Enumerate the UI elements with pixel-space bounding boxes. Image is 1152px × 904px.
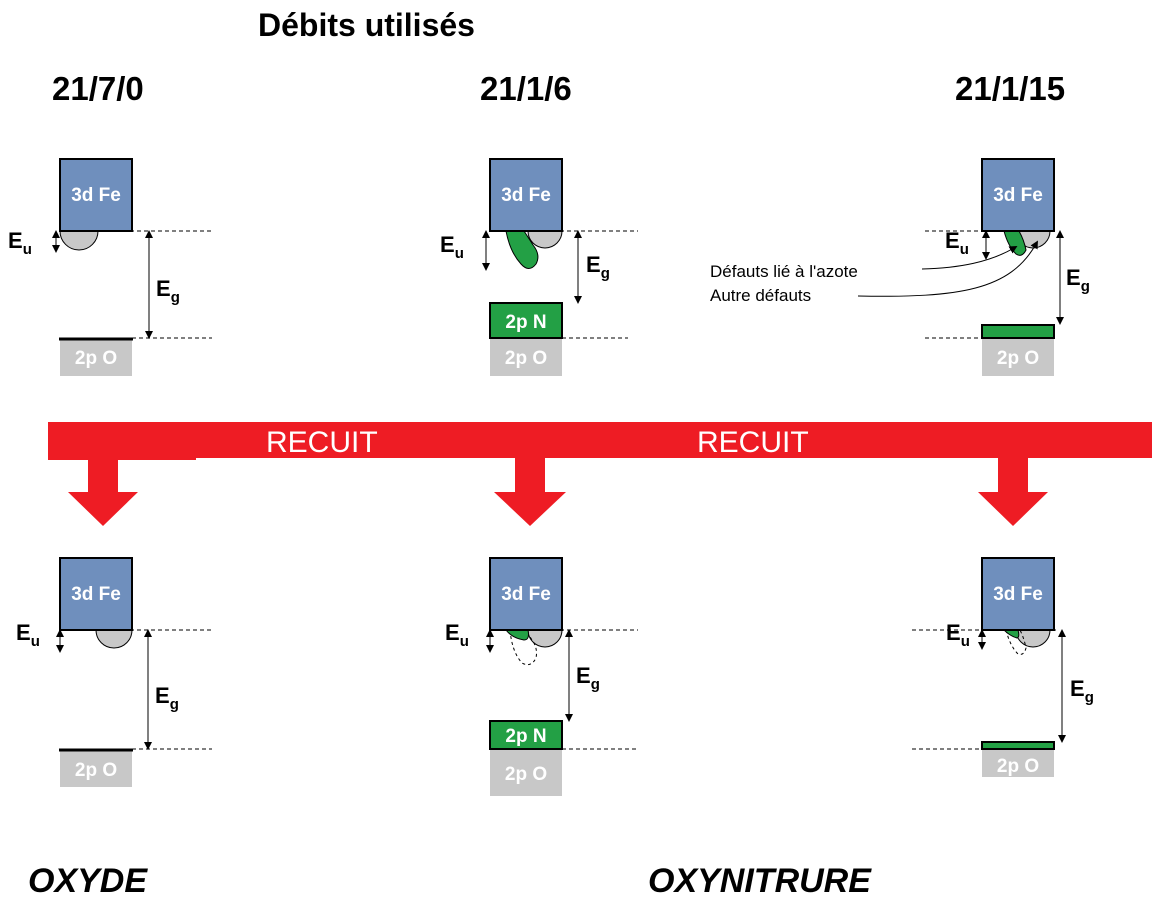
eu-label: Eu	[16, 620, 40, 650]
fe-band-label: 3d Fe	[501, 185, 551, 206]
nitrogen-defect-states	[505, 230, 539, 269]
o-band-label: 2p O	[997, 348, 1039, 369]
eu-label: Eu	[8, 228, 32, 258]
diagram-title: Débits utilisés	[258, 7, 475, 43]
nitrogen-defect-label: Défauts lié à l'azote	[710, 262, 858, 281]
anneal-label-1: RECUIT	[266, 426, 378, 459]
n-band-label: 2p N	[505, 726, 546, 747]
eg-label: Eg	[586, 252, 610, 282]
anneal-arrow: RECUIT RECUIT	[48, 422, 1152, 526]
n-2p-band	[981, 324, 1055, 339]
o-band-label: 2p O	[505, 348, 547, 369]
n-2p-band	[489, 720, 563, 750]
eg-label: Eg	[1066, 265, 1090, 295]
n-band-label: 2p N	[505, 312, 546, 333]
tail-states-bump	[527, 629, 563, 648]
arrow-head-3	[978, 492, 1048, 526]
eg-label: Eg	[576, 663, 600, 693]
tail-states-bump	[95, 629, 133, 649]
n-2p-band	[489, 302, 563, 339]
oxide-label: OXYDE	[28, 862, 148, 900]
o-band-label: 2p O	[75, 760, 117, 781]
o-2p-band	[982, 750, 1054, 777]
nitrogen-defect-pointer	[921, 245, 1018, 270]
ratio-label-1: 21/7/0	[52, 70, 144, 107]
arrow-shaft-1	[88, 458, 118, 492]
panel-bottom-1: 3d Fe 2p O Eu Eg	[16, 557, 212, 787]
arrow-shaft-3	[998, 458, 1028, 492]
n-2p-band	[981, 741, 1055, 750]
fe-band-label: 3d Fe	[993, 584, 1043, 605]
other-defect-label: Autre défauts	[710, 286, 811, 305]
panel-top-2: 3d Fe 2p N 2p O Eu Eg	[440, 158, 638, 376]
fe-band-label: 3d Fe	[71, 185, 121, 206]
fe-3d-band	[981, 557, 1055, 631]
arrow-head-1	[68, 492, 138, 526]
nitrogen-defect-states	[1002, 629, 1020, 639]
panel-top-1: 3d Fe 2p O Eu Eg	[8, 158, 212, 376]
eg-label: Eg	[155, 683, 179, 713]
o-2p-band	[60, 338, 132, 376]
anneal-label-2: RECUIT	[697, 426, 809, 459]
arrow-head-2	[494, 492, 566, 526]
eu-label: Eu	[945, 228, 969, 258]
fe-3d-band	[981, 158, 1055, 232]
tail-states-bump	[527, 230, 563, 249]
removed-defect-outline	[509, 629, 537, 666]
panel-top-3: 3d Fe 2p O Eu Eg Défauts lié à l'azote A…	[710, 158, 1090, 376]
ratio-label-3: 21/1/15	[955, 70, 1065, 107]
arrow-shaft-2	[515, 458, 545, 492]
o-2p-band	[490, 339, 562, 376]
nitrogen-defect-states	[1003, 230, 1027, 256]
fe-band-label: 3d Fe	[71, 584, 121, 605]
o-band-label: 2p O	[997, 756, 1039, 777]
tail-states-bump	[59, 230, 99, 251]
panel-bottom-2: 3d Fe 2p N 2p O Eu Eg	[445, 557, 638, 796]
oxynitride-label: OXYNITRURE	[648, 862, 872, 900]
eu-label: Eu	[445, 620, 469, 650]
fe-band-label: 3d Fe	[501, 584, 551, 605]
o-2p-band	[490, 750, 562, 796]
anneal-bar-foot	[48, 452, 196, 460]
anneal-bar	[48, 422, 1152, 458]
fe-3d-band	[59, 557, 133, 631]
eg-label: Eg	[1070, 676, 1094, 706]
o-band-label: 2p O	[505, 764, 547, 785]
eg-label: Eg	[156, 276, 180, 306]
other-defect-pointer	[857, 240, 1038, 297]
fe-3d-band	[489, 158, 563, 232]
o-2p-band	[982, 339, 1054, 376]
o-2p-band	[60, 750, 132, 787]
nitrogen-defect-states	[504, 629, 529, 641]
fe-3d-band	[489, 557, 563, 631]
fe-band-label: 3d Fe	[993, 185, 1043, 206]
panel-bottom-3: 3d Fe 2p O Eu Eg	[912, 557, 1094, 777]
eu-label: Eu	[440, 232, 464, 262]
o-band-label: 2p O	[75, 348, 117, 369]
removed-defect-outline	[1005, 629, 1027, 655]
fe-3d-band	[59, 158, 133, 232]
eu-label: Eu	[946, 620, 970, 650]
ratio-label-2: 21/1/6	[480, 70, 572, 107]
